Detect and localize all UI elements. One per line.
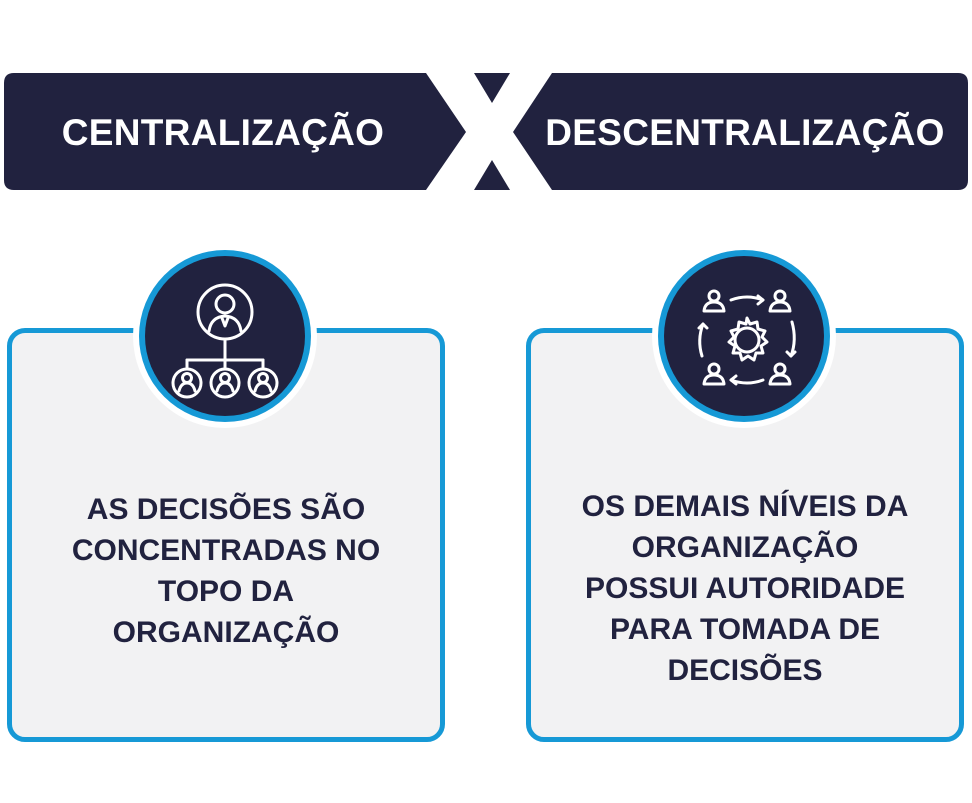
- separator-x-bottom: [474, 160, 510, 190]
- card-text-line: ORGANIZAÇÃO: [112, 616, 340, 649]
- card-text-line: TOPO DA: [157, 575, 295, 608]
- card-text-line: OS DEMAIS NÍVEIS DA: [581, 490, 909, 523]
- banner-left-title: CENTRALIZAÇÃO: [61, 112, 385, 153]
- team-gear-cycle-icon: [697, 289, 797, 386]
- banner-shapes: [4, 73, 968, 190]
- card-text-line: ORGANIZAÇÃO: [631, 531, 859, 564]
- card-text-line: CONCENTRADAS NO: [71, 534, 381, 567]
- banner-right-shape: [513, 73, 968, 190]
- card-text-line: AS DECISÕES SÃO: [86, 493, 366, 526]
- badge-centralization: [133, 244, 317, 428]
- separator-x-top: [474, 73, 510, 103]
- banner-left-shape: [4, 73, 466, 190]
- card-decentralization-text: OS DEMAIS NÍVEIS DA ORGANIZAÇÃO POSSUI A…: [531, 486, 959, 691]
- card-text-line: PARA TOMADA DE: [610, 613, 880, 646]
- card-centralization-text: AS DECISÕES SÃO CONCENTRADAS NO TOPO DA …: [12, 489, 440, 653]
- banner-right-title: DESCENTRALIZAÇÃO: [545, 112, 945, 153]
- badge-decentralization: [652, 244, 836, 428]
- card-text-line: POSSUI AUTORIDADE: [584, 572, 906, 605]
- hierarchy-icon: [171, 283, 279, 399]
- card-text-line: DECISÕES: [667, 654, 823, 687]
